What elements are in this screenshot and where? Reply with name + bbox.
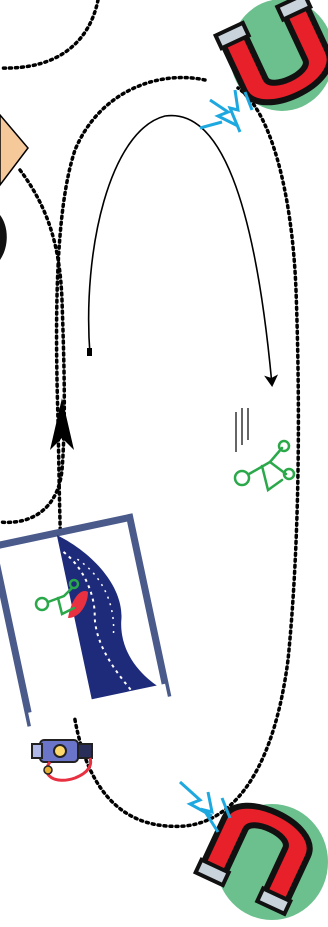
spark-icon (200, 90, 252, 132)
bottom-magnet-group (180, 782, 328, 920)
curve-end-tick (87, 348, 92, 356)
black-shape-left (0, 215, 7, 260)
dotted-branch-left (0, 170, 64, 522)
motion-lines (236, 408, 248, 452)
solid-curve-inner (89, 116, 272, 385)
surfer-wave-picture (0, 517, 168, 726)
camera-operator-icon (32, 740, 92, 780)
running-figure-icon (235, 441, 294, 490)
dotted-path-top-left (0, 0, 98, 68)
up-arrow (50, 398, 74, 450)
dotted-loop (57, 78, 299, 827)
top-magnet-group (200, 0, 328, 132)
